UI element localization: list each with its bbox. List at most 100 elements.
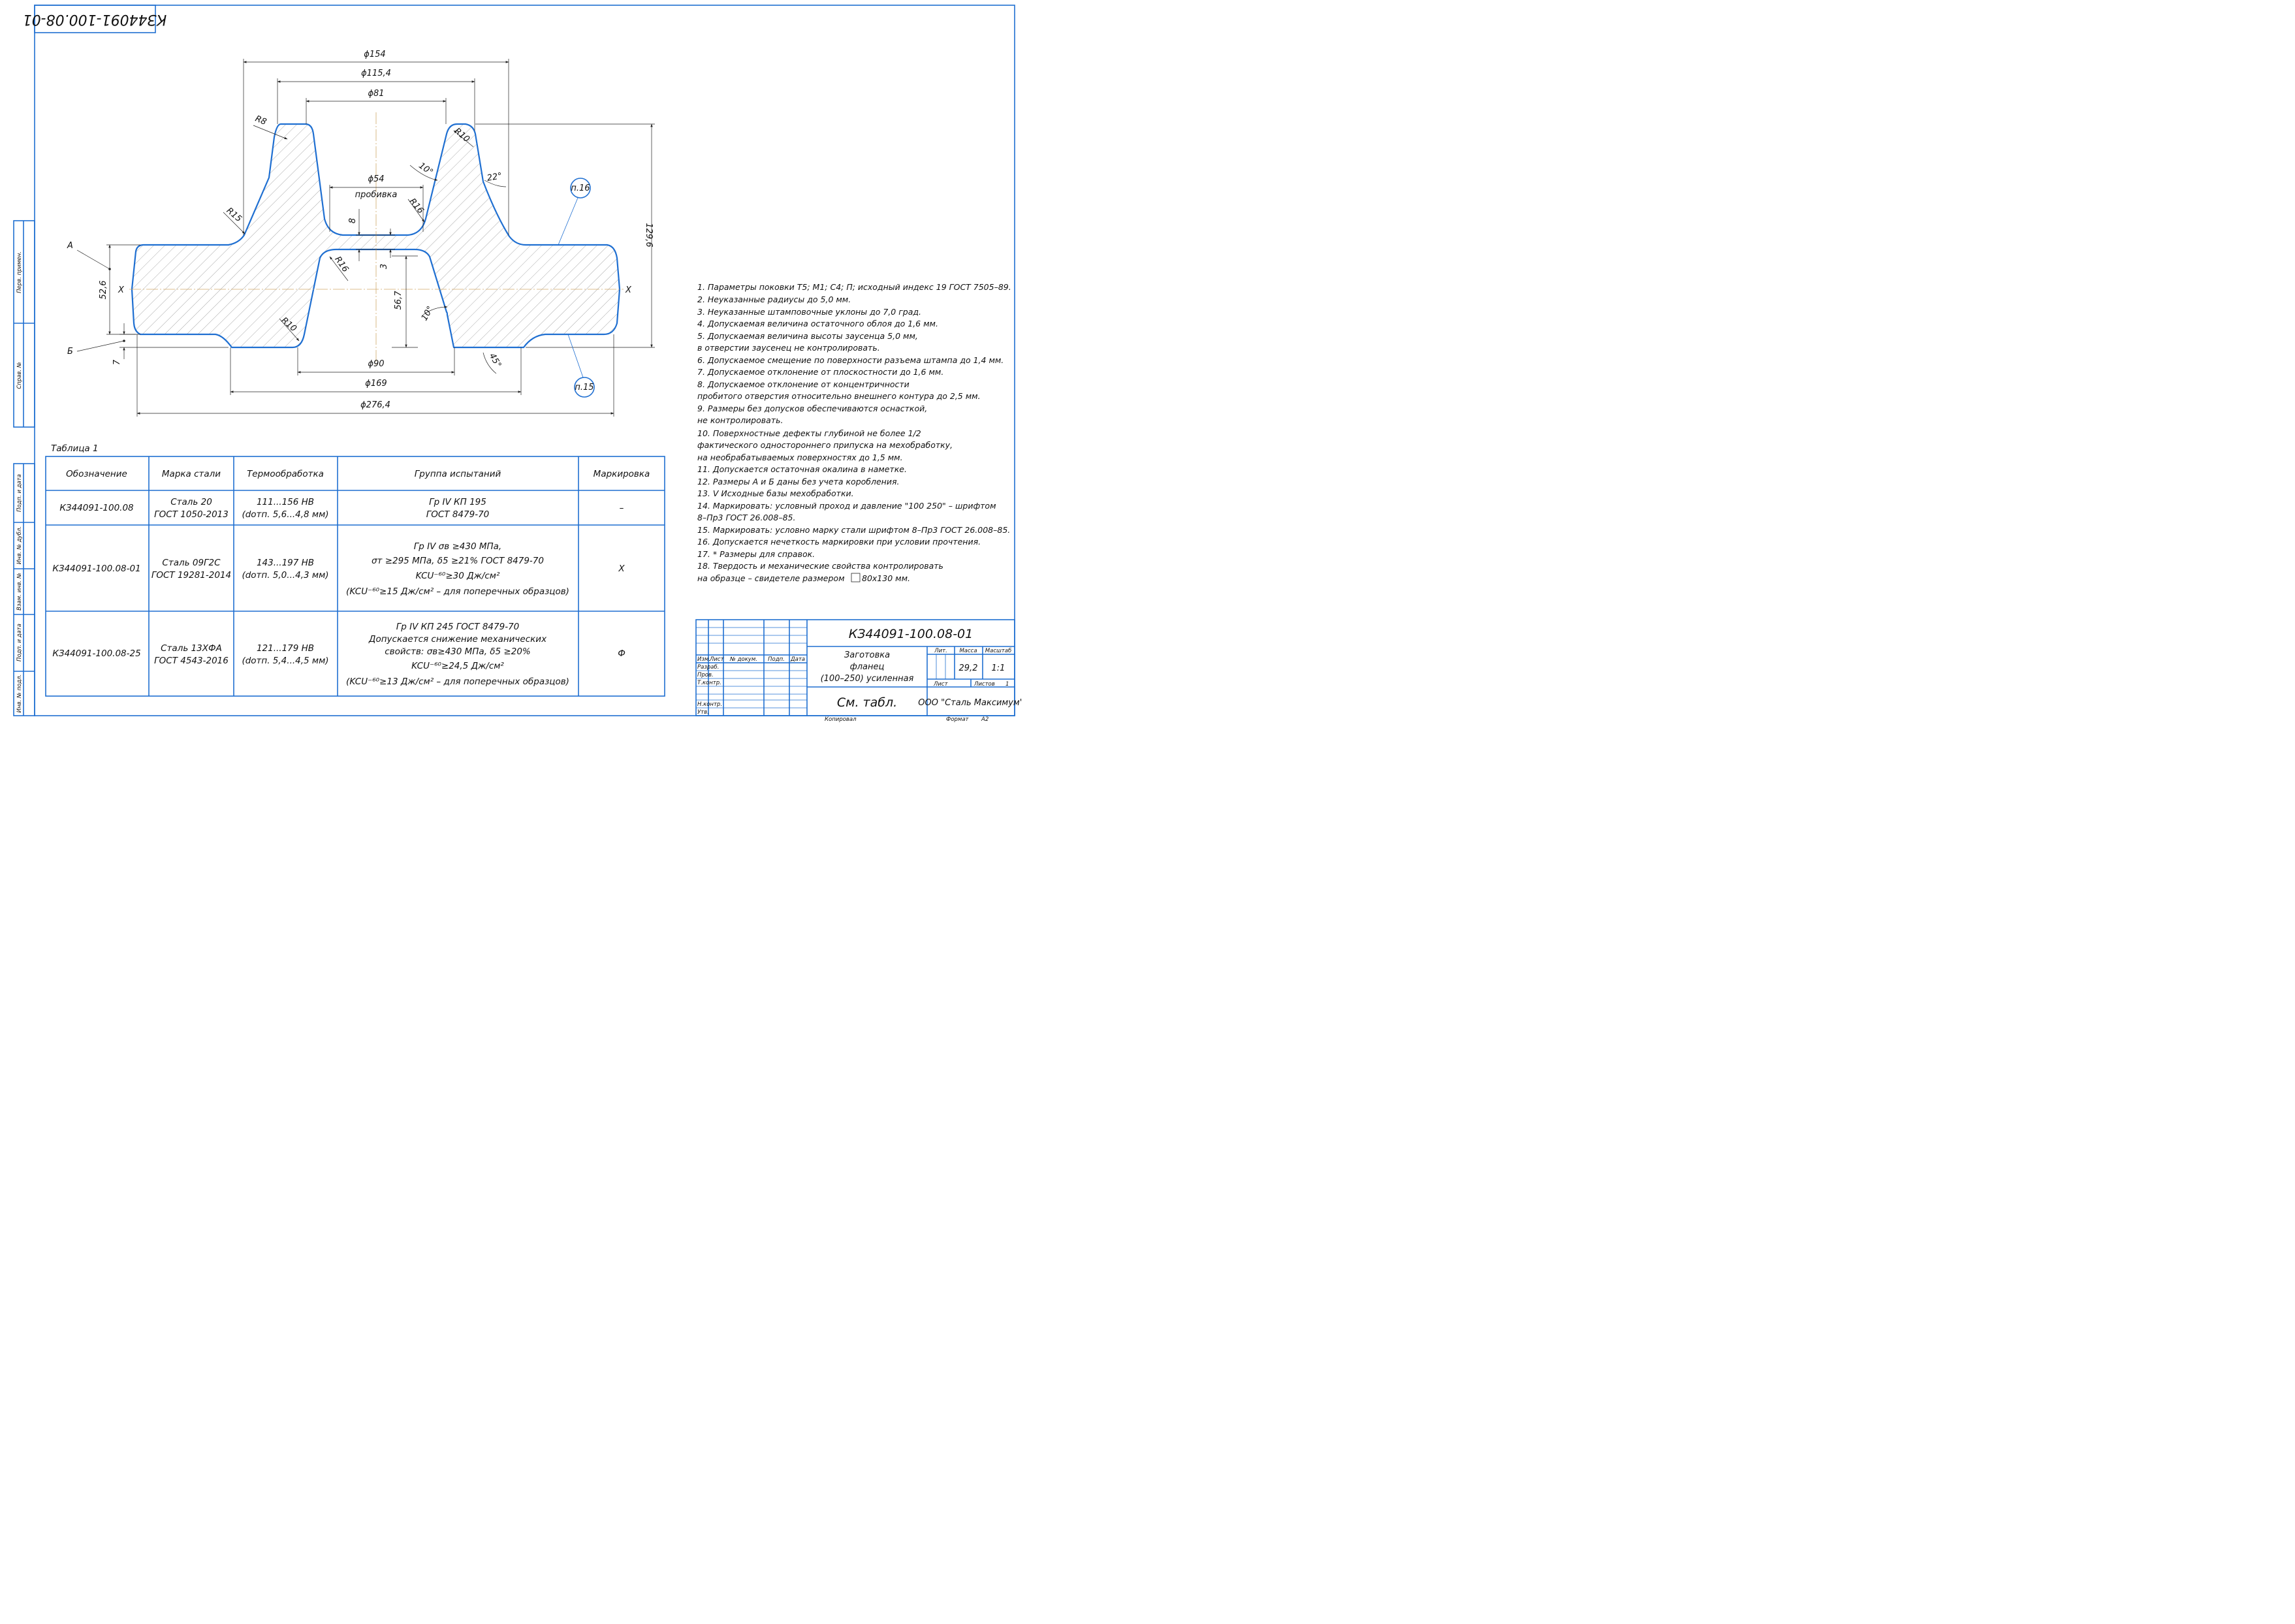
note-line: 8–Пр3 ГОСТ 26.008–85. <box>697 513 795 522</box>
tb-row-label: Н.контр. <box>697 701 722 708</box>
flange-section <box>131 123 621 349</box>
tb-doc-number: КЗ44091-100.08-01 <box>849 627 973 641</box>
dim-d2764: ϕ276,4 <box>360 400 390 410</box>
dim-a45: 45° <box>487 352 503 370</box>
dim-d154: ϕ154 <box>364 50 385 59</box>
tb-mass-label: Масса <box>959 648 977 654</box>
technical-notes: 1. Параметры поковки Т5; М1; С4; П; исхо… <box>697 282 1011 583</box>
side-label-6: Подп. и дата <box>16 624 23 661</box>
dim-a10a: 10° <box>417 161 434 178</box>
table-header-mark: Маркировка <box>594 469 650 479</box>
table-cell: Сталь 20 <box>170 497 212 507</box>
table-cell: ГОСТ 4543-2016 <box>154 656 229 666</box>
note-line: пробитого отверстия относительно внешнег… <box>697 391 981 401</box>
flange-profile <box>131 123 621 349</box>
tb-name-line: Заготовка <box>844 650 890 660</box>
table-cell: 121...179 НВ <box>257 643 314 654</box>
table-header-heat: Термообработка <box>247 469 324 479</box>
top-stamp-text: КЗ44091-100.08-01 <box>23 11 167 27</box>
note-line: не контролировать. <box>697 415 783 425</box>
tb-material: См. табл. <box>837 695 897 710</box>
side-label-7: Инв. № подл. <box>16 675 23 713</box>
table-cell: (KCU⁻⁶⁰≥15 Дж/см² – для поперечных образ… <box>346 586 569 597</box>
note-line: на образце – свидетеле размером <box>697 573 845 583</box>
table-header-group: Группа испытаний <box>415 469 501 479</box>
note-line: 7. Допускаемое отклонение от плоскостнос… <box>697 367 943 377</box>
tb-row-label: Утв. <box>697 709 709 716</box>
dim-h3: 3 <box>379 264 389 269</box>
table-cell: σт ≥295 МПа, δ5 ≥21% ГОСТ 8479-70 <box>372 556 544 566</box>
table-cell: Сталь 09Г2С <box>162 558 221 568</box>
table-cell: ГОСТ 1050-2013 <box>154 509 229 520</box>
table-cell: (dотп. 5,0...4,3 мм) <box>242 570 328 581</box>
tb-lit-label: Лит. <box>934 648 947 654</box>
tb-row-label: Т.контр. <box>697 680 721 686</box>
note-line: 5. Допускаемая величина высоты заусенца … <box>697 331 918 341</box>
note-line: 10. Поверхностные дефекты глубиной не бо… <box>697 428 921 438</box>
top-stamp: КЗ44091-100.08-01 <box>23 5 167 33</box>
tb-col-head: Лист <box>709 656 725 663</box>
axis-x-right: X <box>625 285 632 295</box>
dim-d54: ϕ54 <box>368 174 384 184</box>
side-label-1: Перв. примен. <box>16 251 23 293</box>
note-line: 18. Твердость и механические свойства ко… <box>697 561 943 571</box>
dim-r15: R15 <box>225 206 244 224</box>
note-line: фактического одностороннего припуска на … <box>697 440 953 450</box>
dimensions: ϕ154 ϕ115,4 ϕ81 ϕ54 пробивка ϕ90 ϕ169 ϕ2… <box>67 50 655 417</box>
note-line: 3. Неуказанные штамповочные уклоны до 7,… <box>697 307 921 317</box>
dim-h8: 8 <box>348 218 358 223</box>
table-cell: Сталь 13ХФА <box>161 643 222 654</box>
sample-square-icon <box>851 573 861 582</box>
tb-col-head: Подп. <box>768 656 785 663</box>
tb-format-label: Формат <box>946 716 970 723</box>
side-strip: Перв. примен. Справ. № Подп. и дата Инв.… <box>13 220 35 716</box>
table-cell: ГОСТ 19281-2014 <box>151 570 231 581</box>
dim-h1296: 129,6 <box>644 223 654 247</box>
dim-a10b: 10° <box>420 305 436 323</box>
tb-sheet-label: Лист <box>933 681 949 688</box>
table-cell: КЗ44091-100.08-25 <box>52 648 140 659</box>
table-cell: KCU⁻⁶⁰≥30 Дж/см² <box>416 571 500 581</box>
tb-sheets: 1 <box>1005 681 1009 688</box>
note-line: 15. Маркировать: условно марку стали шри… <box>697 525 1010 535</box>
note-line: 13. V Исходные базы мехобработки. <box>697 488 854 498</box>
tb-name-line: фланец <box>850 662 885 672</box>
note-line: 8. Допускаемое отклонение от концентричн… <box>697 379 910 389</box>
table-cell: Гр IV σв ≥430 МПа, <box>414 541 501 552</box>
table-header-designation: Обозначение <box>66 469 127 479</box>
note-line: 80х130 мм. <box>862 573 910 583</box>
table-cell: Допускается снижение механических <box>368 634 547 645</box>
note-line: 17. * Размеры для справок. <box>697 549 815 559</box>
table-cell: (dотп. 5,6...4,8 мм) <box>242 509 328 520</box>
axis-x-left: X <box>118 285 125 295</box>
table-cell: – <box>620 503 624 513</box>
side-label-4: Инв. № дубл. <box>16 526 23 564</box>
tb-row-label: Разраб. <box>697 664 719 671</box>
side-label-5: Взам. инв. № <box>16 573 23 611</box>
tb-mass: 29,2 <box>959 663 978 673</box>
dim-d54-note: пробивка <box>355 190 398 200</box>
tb-format: А2 <box>981 716 989 723</box>
dim-r16b: R16 <box>332 255 350 274</box>
table-cell: ГОСТ 8479-70 <box>426 509 490 520</box>
dim-d90: ϕ90 <box>368 359 384 369</box>
table-cell: Х <box>618 564 625 574</box>
note-line: в отверстии заусенец не контролировать. <box>697 343 880 353</box>
base-b: Б <box>67 347 73 357</box>
table-cell: Гр IV КП 245 ГОСТ 8479-70 <box>396 622 520 632</box>
table-header-steel: Марка стали <box>162 469 221 479</box>
table-cell: KCU⁻⁶⁰≥24,5 Дж/см² <box>411 661 504 671</box>
table-cell: 143...197 НВ <box>257 558 314 568</box>
table-caption: Таблица 1 <box>51 443 99 454</box>
tb-scale-label: Масштаб <box>985 648 1011 654</box>
note-line: 4. Допускаемая величина остаточного обло… <box>697 319 938 328</box>
note-line: 9. Размеры без допусков обеспечиваются о… <box>697 404 927 413</box>
note-line: 11. Допускается остаточная окалина в нам… <box>697 464 907 474</box>
tb-sheets-label: Листов <box>973 681 995 688</box>
title-block: Изм. Лист № докум. Подп. Дата Разраб. Пр… <box>695 619 1022 723</box>
drawing-sheet: КЗ44091-100.08-01 Перв. примен. Справ. №… <box>13 5 1022 723</box>
tb-col-head: № докум. <box>729 656 757 663</box>
base-a: А <box>67 241 73 251</box>
note-line: 1. Параметры поковки Т5; М1; С4; П; исхо… <box>697 282 1011 292</box>
table-cell: (KCU⁻⁶⁰≥13 Дж/см² – для поперечных образ… <box>346 677 569 687</box>
